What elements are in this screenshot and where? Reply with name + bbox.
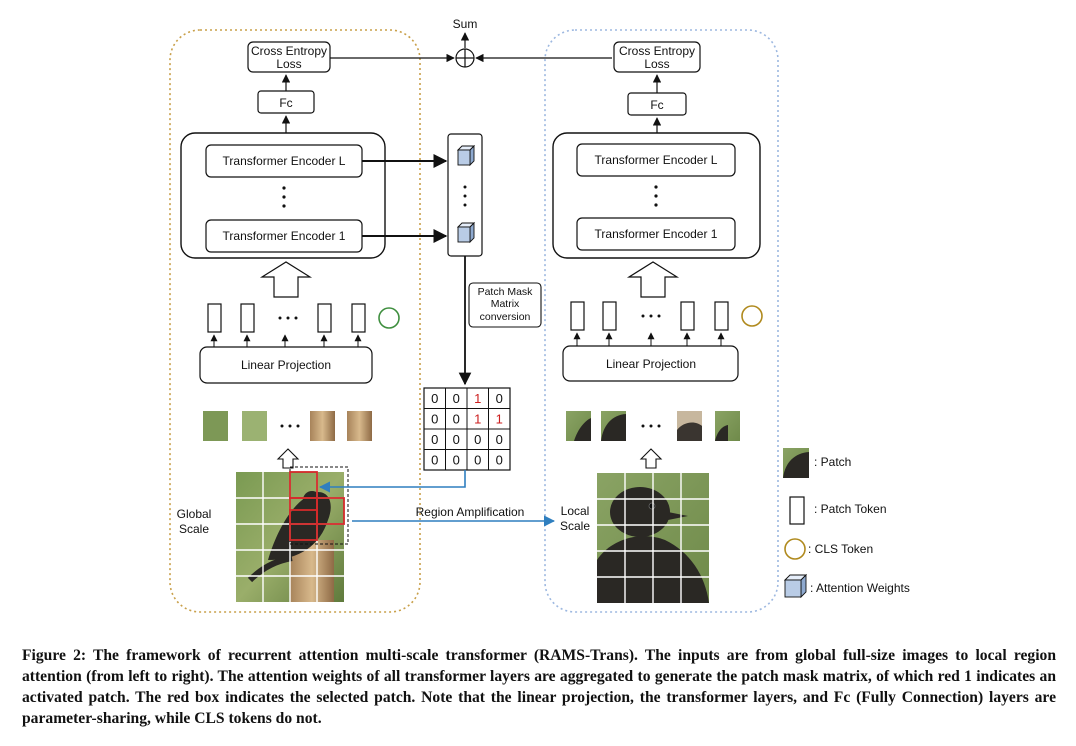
patch-tokens-right	[570, 301, 729, 331]
big-up-arrow-right	[626, 261, 680, 298]
local-scale-frame	[544, 29, 779, 613]
legend-attention-weights-label: : Attention Weights	[810, 581, 910, 595]
svg-text:Fc: Fc	[279, 96, 292, 110]
cls-token-right	[741, 305, 763, 327]
legend-cls-token-icon	[784, 538, 806, 560]
matrix-value: 0	[496, 432, 503, 447]
matrix-value: 0	[453, 391, 460, 406]
sum-label: Sum	[453, 17, 478, 31]
matrix-value: 1	[496, 411, 503, 426]
mask-to-image-arrow	[318, 470, 466, 493]
svg-text:Patch Mask: Patch Mask	[478, 286, 534, 298]
matrix-value: 0	[496, 452, 503, 467]
figure-caption: Figure 2: The framework of recurrent att…	[22, 647, 1056, 727]
matrix-value: 0	[474, 432, 481, 447]
svg-text:Transformer Encoder 1: Transformer Encoder 1	[223, 229, 346, 243]
encoder-ellipsis-left	[282, 186, 286, 208]
attention-weight-top	[456, 144, 476, 167]
matrix-value: 0	[431, 452, 438, 467]
patch-tokens-left	[207, 303, 366, 333]
legend-cls-token-label: : CLS Token	[808, 542, 873, 556]
cross-entropy-loss-left	[247, 41, 331, 73]
svg-text:Cross Entropy: Cross Entropy	[251, 44, 327, 58]
legend-patch-icon	[783, 448, 809, 478]
svg-text:Linear Projection: Linear Projection	[241, 358, 331, 372]
encoder-1-right	[576, 217, 736, 251]
patches-row-right	[566, 411, 740, 441]
legend-patch-label: : Patch	[814, 455, 851, 469]
region-amplification-label: Region Amplification	[416, 505, 525, 519]
legend-patch-token-icon	[789, 496, 805, 525]
matrix-value: 1	[474, 411, 481, 426]
svg-text:Transformer Encoder L: Transformer Encoder L	[595, 153, 718, 167]
svg-text:Transformer Encoder 1: Transformer Encoder 1	[595, 227, 718, 241]
patch-mask-conversion-box	[468, 282, 542, 328]
matrix-value: 0	[474, 452, 481, 467]
rams-trans-diagram: Sum Cross Entropy Loss Fc Transformer En…	[169, 17, 910, 613]
svg-text:conversion: conversion	[480, 311, 531, 323]
svg-text:Scale: Scale	[179, 522, 209, 536]
legend-attention-weights-icon	[783, 573, 808, 599]
matrix-cell	[488, 449, 511, 471]
svg-text:Transformer Encoder L: Transformer Encoder L	[223, 154, 346, 168]
svg-text:Fc: Fc	[650, 98, 663, 112]
local-image	[597, 473, 709, 603]
cls-token-left	[378, 307, 400, 329]
matrix-value: 1	[474, 391, 481, 406]
sum-node	[455, 48, 475, 68]
patches-row-left	[203, 411, 372, 441]
matrix-value: 0	[453, 432, 460, 447]
svg-text:Linear Projection: Linear Projection	[606, 357, 696, 371]
matrix-value: 0	[431, 411, 438, 426]
matrix-value: 0	[453, 452, 460, 467]
matrix-value: 0	[453, 411, 460, 426]
svg-text:Scale: Scale	[560, 519, 590, 533]
linear-projection-right	[562, 345, 739, 382]
svg-text:Loss: Loss	[276, 57, 301, 71]
svg-text:Loss: Loss	[644, 57, 669, 71]
legend-patch-token-label: : Patch Token	[814, 502, 887, 516]
local-scale-label: Local	[561, 504, 590, 518]
big-up-arrow-left	[259, 261, 313, 298]
legend: : Patch : Patch Token : CLS Token : Atte…	[783, 448, 910, 599]
cross-entropy-loss-right	[613, 41, 701, 73]
linear-projection-left	[199, 346, 373, 384]
global-scale-frame	[169, 29, 421, 613]
matrix-value: 0	[431, 391, 438, 406]
matrix-value: 0	[496, 391, 503, 406]
svg-text:Matrix: Matrix	[491, 298, 520, 310]
selected-patches-red	[289, 471, 345, 541]
encoder-ellipsis-right	[654, 185, 658, 207]
attention-weight-bottom	[456, 221, 476, 244]
encoder-l-right	[576, 143, 736, 177]
matrix-value: 0	[431, 432, 438, 447]
global-scale-label: Global	[177, 507, 212, 521]
svg-text:Cross Entropy: Cross Entropy	[619, 44, 695, 58]
